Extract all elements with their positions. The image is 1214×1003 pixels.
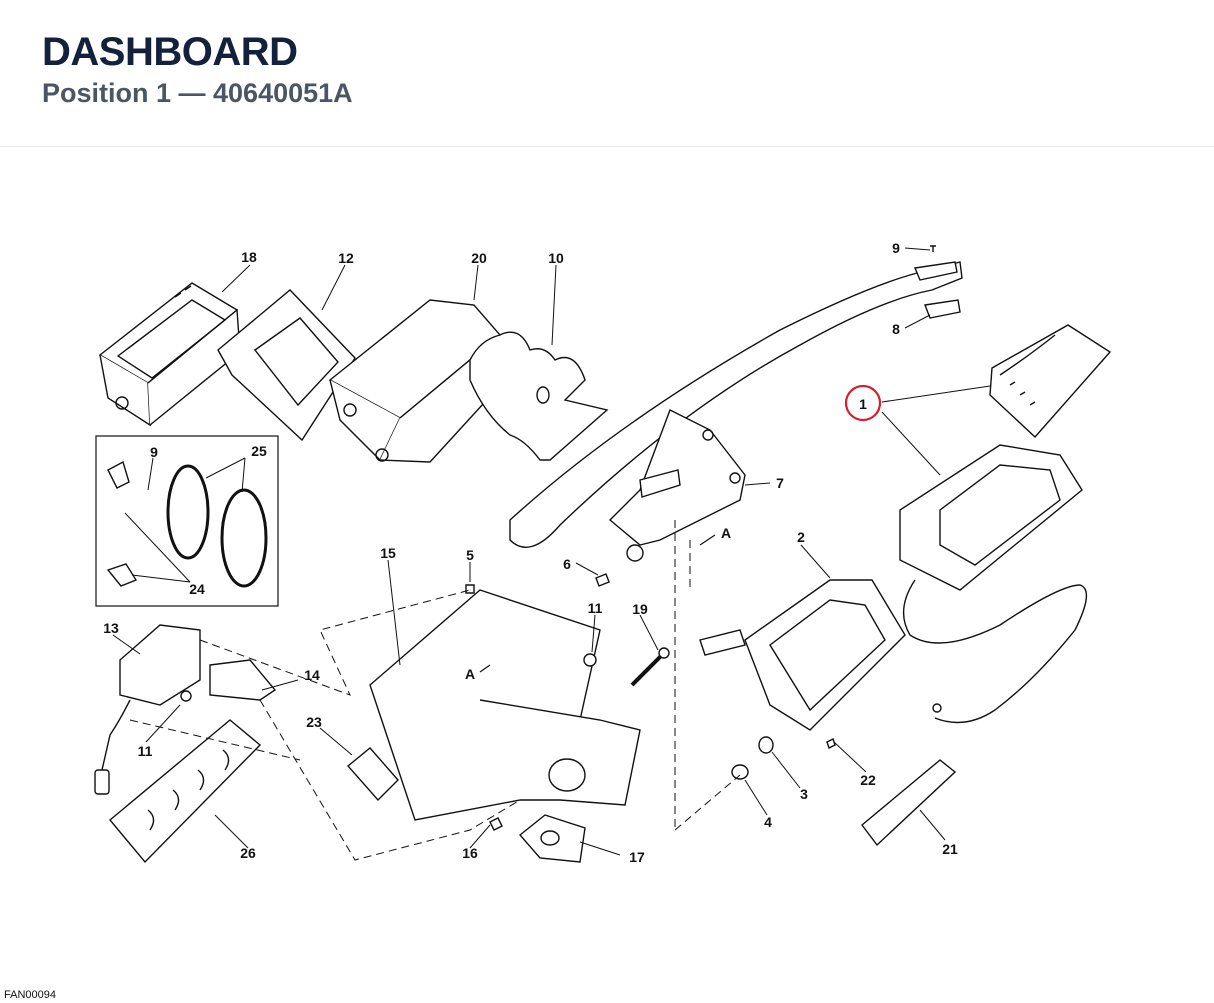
part-14-bracket	[209, 659, 277, 701]
callout-9: 9	[892, 240, 900, 256]
part-8-clip	[924, 299, 961, 319]
callout-18: 18	[241, 249, 257, 265]
page-header: DASHBOARD Position 1 — 40640051A	[0, 0, 1214, 147]
callout-5: 5	[466, 547, 474, 563]
view-marker-a-right: A	[721, 525, 731, 541]
part-23-pad	[346, 747, 399, 802]
part-11-nut	[180, 653, 597, 702]
callout-25: 25	[251, 443, 267, 459]
callout-4: 4	[764, 814, 772, 830]
page-subtitle: Position 1 — 40640051A	[42, 78, 353, 108]
highlight-ring	[844, 384, 882, 422]
part-19-bolt	[630, 647, 670, 687]
callout-17: 17	[629, 849, 645, 865]
view-marker-a-left: A	[465, 666, 475, 682]
part-17-plate	[518, 814, 586, 863]
part-2-mounting-plate	[699, 579, 906, 731]
callout-2: 2	[797, 529, 805, 545]
part-4-bushing	[731, 764, 749, 780]
callout-15: 15	[380, 545, 396, 561]
page-title: DASHBOARD	[42, 30, 298, 74]
assembly-guide-lines	[129, 520, 741, 861]
view-marker-a-arrows	[479, 534, 716, 673]
part-6-screw	[595, 573, 610, 587]
leader-lines	[112, 247, 991, 856]
callout-7: 7	[776, 475, 784, 491]
part-15-central-mount	[369, 589, 641, 821]
callout-22: 22	[860, 772, 876, 788]
callout-labels: 18 12 20 10 9 8 7 2 9 25 24 13 14 11 26 …	[103, 240, 958, 865]
callout-6: 6	[563, 556, 571, 572]
part-7-support-bracket	[509, 261, 963, 562]
callout-11-left: 11	[138, 743, 153, 759]
part-5-screw	[465, 584, 475, 594]
callout-16: 16	[462, 845, 478, 861]
callout-8: 8	[892, 321, 900, 337]
callout-26: 26	[240, 845, 256, 861]
callout-12: 12	[338, 250, 354, 266]
callout-20: 20	[471, 250, 487, 266]
exploded-parts-diagram: 18 12 20 10 9 8 7 2 9 25 24 13 14 11 26 …	[0, 148, 1214, 988]
callout-11: 11	[588, 600, 603, 616]
part-9-screw	[914, 245, 958, 281]
part-3-grommet	[758, 736, 774, 754]
callout-10: 10	[548, 250, 564, 266]
part-22-screw	[826, 738, 836, 749]
part-26-comb-strip	[109, 719, 262, 864]
figure-code: FAN00094	[4, 989, 56, 1001]
callout-13: 13	[103, 620, 119, 636]
callout-9-inset: 9	[150, 444, 158, 460]
callout-14: 14	[304, 667, 320, 683]
part-13-relay	[94, 624, 201, 795]
highlighted-callout-1[interactable]: 1	[844, 384, 882, 422]
part-10-rubber-pad	[469, 331, 609, 461]
callout-23: 23	[306, 714, 322, 730]
part-21-foam-strip	[861, 759, 957, 847]
part-16-screw	[489, 817, 503, 831]
callout-24: 24	[189, 581, 205, 597]
callout-1: 1	[859, 396, 867, 412]
part-1-instrument-panel	[899, 324, 1112, 724]
callout-19: 19	[632, 601, 648, 617]
callout-3: 3	[800, 786, 808, 802]
detail-inset	[95, 435, 279, 607]
part-18-control-unit	[98, 282, 241, 427]
part-12-gasket	[217, 289, 356, 442]
callout-21: 21	[942, 841, 958, 857]
